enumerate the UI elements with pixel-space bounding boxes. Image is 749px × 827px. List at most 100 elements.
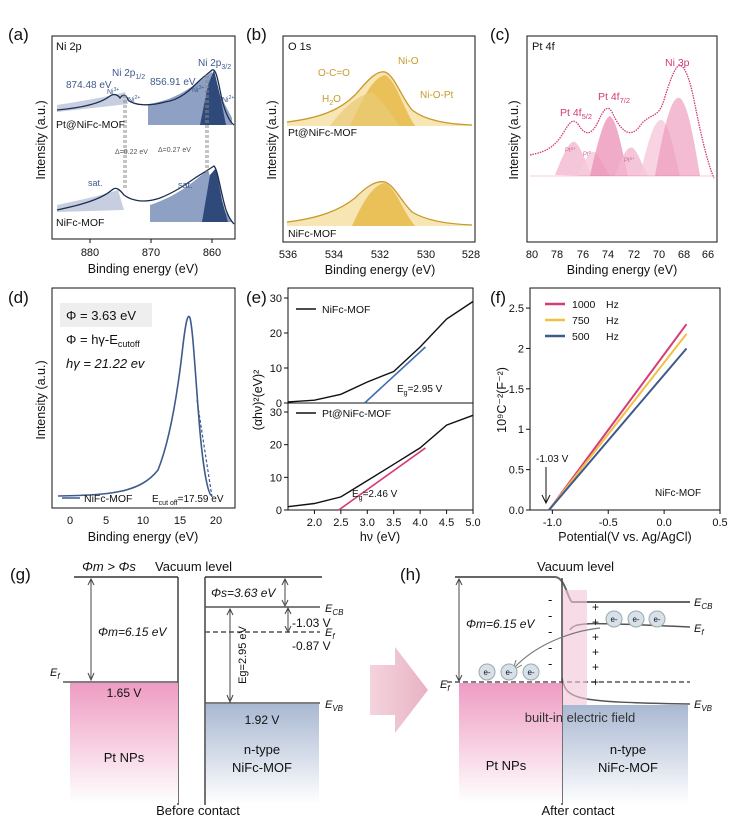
panel-e-ytick-1-1: 10 [270, 472, 282, 484]
svg-text:+: + [592, 600, 599, 614]
caption-before: Before contact [156, 803, 240, 818]
svg-text:+: + [592, 630, 599, 644]
panel-g-label: (g) [10, 565, 31, 584]
svg-text:+: + [592, 660, 599, 674]
panel-f-ytick-1: 0.5 [509, 465, 524, 477]
ecb-label-g: ECB [325, 603, 344, 617]
panel-d-xtick-4: 20 [210, 515, 222, 527]
tangent-pt [338, 447, 426, 511]
panel-e-ytick-1-0: 0 [276, 505, 282, 517]
pt-label-h: Pt NPs [486, 758, 527, 773]
panel-b-sample-bottom: NiFc-MOF [288, 228, 336, 240]
oco-label: O-C=O [318, 68, 350, 79]
electron-5: e- [505, 668, 512, 677]
panel-b-xtick-3: 530 [417, 249, 435, 261]
panel-d-legend: NiFc-MOF [84, 493, 132, 505]
panel-e-ytick-0-1: 10 [270, 363, 282, 375]
panel-e-xtick-0: 2.0 [307, 517, 322, 529]
panel-f-frame [529, 287, 721, 511]
panel-e-legend-bottom: Pt@NiFc-MOF [322, 408, 391, 420]
panel-f-xtick-0: -1.0 [543, 517, 562, 529]
ni3plus-label-a1: Ni3+ [107, 87, 119, 96]
panel-g: (g) Φm > Φs Vacuum level Φs=3.63 eV Φm=6… [10, 559, 344, 818]
shift1-label: Δ=0.22 eV [115, 149, 148, 156]
transition-arrow [370, 647, 428, 733]
panel-f-ytick-0: 0.0 [509, 505, 524, 517]
svg-text:+: + [592, 645, 599, 659]
panel-c-frame [526, 35, 718, 243]
panel-f-legend-freq-1: 750 [572, 315, 590, 327]
mof-block-g [206, 704, 319, 804]
pt-label-g: Pt NPs [104, 750, 145, 765]
panel-d-label: (d) [8, 288, 29, 307]
ms-line-2 [548, 347, 688, 511]
pt4f72-label: Pt 4f7/2 [598, 91, 630, 105]
panel-e-xtick-6: 5.0 [465, 517, 480, 529]
panel-b-tag: O 1s [288, 41, 312, 53]
panel-f-legend-unit-0: Hz [606, 299, 619, 311]
panel-c-xtick-2: 76 [577, 249, 589, 261]
niopt-label: Ni-O-Pt [420, 90, 454, 101]
panel-a-xtick-0: 880 [81, 247, 99, 259]
v1-label: -1.03 V [292, 616, 331, 630]
panel-e-ytick-0-0: 0 [276, 398, 282, 410]
panel-f-label: (f) [490, 288, 506, 307]
panel-f-legend-freq-0: 1000 [572, 299, 596, 311]
panel-f-flat-band: -1.03 V [536, 454, 569, 465]
panel-f-ylabel: 10⁹C⁻²(F⁻²) [495, 367, 509, 433]
panel-f-xtick-1: -0.5 [599, 517, 618, 529]
panel-f-legend-unit-2: Hz [606, 331, 619, 343]
panel-b-sample-top: Pt@NiFc-MOF [288, 127, 357, 139]
panel-h-label: (h) [400, 565, 421, 584]
panel-c-xtick-5: 70 [653, 249, 665, 261]
panel-d: (d) Φ = 3.63 eV Φ = hγ-Ecutoff hγ = 21.2… [8, 287, 236, 544]
panel-f-ytick-3: 1.5 [509, 384, 524, 396]
pt2plus-label-1: Pt2+ [565, 146, 576, 154]
shift2-label: Δ=0.27 eV [158, 147, 191, 154]
mof-label-h: NiFc-MOF [598, 760, 658, 775]
svg-text:+: + [592, 675, 599, 689]
ntype-label-h: n-type [610, 742, 646, 757]
panel-a-annotations: 874.48 eV 856.91 eV Ni 2p1/2 Ni 2p3/2 Ni… [66, 58, 234, 190]
panel-e-legend-top: NiFc-MOF [322, 304, 370, 316]
panel-e-xtick-2: 3.0 [360, 517, 375, 529]
panel-f-sample: NiFc-MOF [655, 488, 701, 499]
panel-b-spectra [286, 71, 473, 226]
tauc-curve-1 [287, 414, 474, 508]
phi-compare: Φm > Φs [82, 559, 136, 574]
panel-d-xtick-1: 5 [103, 515, 109, 527]
ef-label-g-left: Ef [50, 667, 60, 681]
panel-a: (a) Ni 2p 874.48 eV 856.91 eV Ni 2p1/2 N… [8, 25, 236, 276]
svg-text:-: - [548, 608, 552, 623]
panel-c-xtick-3: 74 [602, 249, 614, 261]
panel-c-label: (c) [490, 25, 510, 44]
panel-d-xlabel: Binding energy (eV) [88, 530, 198, 544]
panel-d-xticks: 0 5 10 15 20 [67, 515, 222, 527]
built-in-field-label: built-in electric field [525, 710, 636, 725]
tauc-curve-0 [287, 300, 474, 403]
panel-a-xlabel: Binding energy (eV) [88, 262, 198, 276]
ntype-label-g: n-type [244, 742, 280, 757]
v2-label: -0.87 V [292, 639, 331, 653]
ecb-label-h: ECB [694, 597, 713, 611]
panel-c-annotations: Pt 4f5/2 Pt 4f7/2 Ni 3p Pt2+ Pt0 Pt2+ [560, 57, 690, 164]
panel-b-xtick-1: 534 [325, 249, 343, 261]
h2o-label: H2O [322, 94, 341, 107]
pt-v-label: 1.65 V [107, 686, 142, 700]
pt-block-h [459, 683, 562, 803]
panel-a-sample-bottom: NiFc-MOF [56, 217, 104, 229]
electron-6: e- [527, 668, 534, 677]
panel-e-eg-top: Eg=2.95 V [397, 384, 443, 397]
pt4f52-label: Pt 4f5/2 [560, 107, 592, 121]
panel-c-tag: Pt 4f [532, 41, 556, 53]
panel-a-xtick-1: 870 [142, 247, 160, 259]
panel-f-legend-freq-2: 500 [572, 331, 590, 343]
panel-e-ylabel: (αhν)²(eV)² [251, 370, 265, 431]
electron-2: e- [632, 615, 639, 624]
panel-f-xlabel: Potential(V vs. Ag/AgCl) [558, 530, 691, 544]
panel-e-xtick-4: 4.0 [412, 517, 427, 529]
electrons-left: e- e- e- [478, 663, 540, 681]
electron-4: e- [483, 668, 490, 677]
